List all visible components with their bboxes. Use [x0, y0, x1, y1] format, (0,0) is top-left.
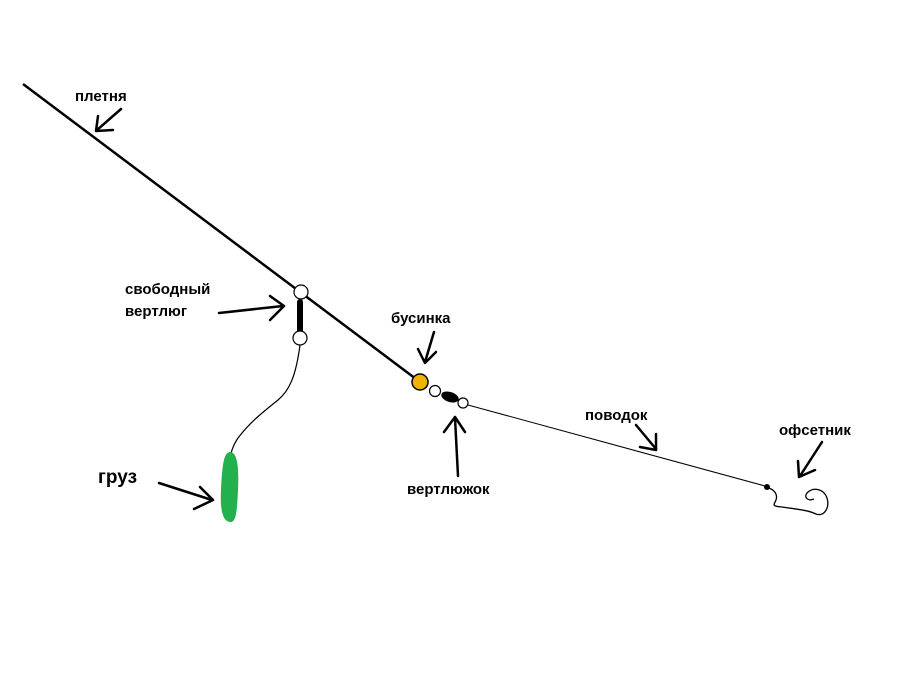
arrow-bead: [416, 330, 438, 365]
free-swivel-bottom-ring: [292, 330, 308, 346]
label-swivel: вертлюжок: [407, 481, 490, 498]
arrow-offset-hook: [796, 440, 824, 479]
label-leader: поводок: [585, 407, 648, 424]
swivel: [428, 384, 469, 409]
label-sinker: груз: [98, 467, 137, 488]
free-swivel-top-ring: [293, 284, 309, 300]
swivel-left-ring: [428, 384, 442, 398]
swivel-right-ring: [457, 397, 469, 409]
offset-hook: [764, 484, 829, 516]
sinker-line: [229, 344, 301, 463]
sinker: [220, 452, 239, 523]
arrow-leader: [634, 423, 658, 452]
bead: [411, 373, 429, 391]
label-offset-hook: офсетник: [779, 422, 851, 439]
leader-line: [467, 404, 766, 487]
hook-body: [768, 487, 829, 516]
swivel-body: [441, 391, 459, 403]
arrow-sinker: [157, 481, 215, 511]
hook-eye: [764, 484, 770, 490]
label-free-swivel-line2: вертлюг: [125, 303, 187, 320]
label-bead: бусинка: [391, 310, 451, 327]
free-swivel: [292, 284, 309, 346]
braid-line: [22, 83, 421, 383]
arrow-braid: [94, 107, 123, 133]
arrow-free-swivel: [217, 294, 286, 322]
arrow-swivel: [442, 415, 467, 478]
label-free-swivel-line1: свободный: [125, 281, 210, 298]
label-braid: плетня: [75, 88, 127, 105]
